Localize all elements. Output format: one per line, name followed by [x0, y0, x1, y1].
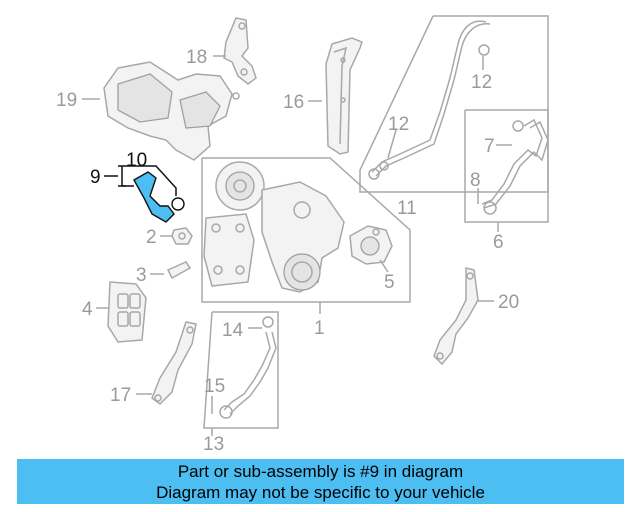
callout-13: 13: [203, 434, 224, 455]
part-18-bracket[interactable]: [213, 17, 257, 85]
callout-4: 4: [82, 299, 93, 320]
callout-6: 6: [493, 232, 504, 253]
part-4-gasket[interactable]: [96, 281, 147, 343]
callout-11: 11: [397, 198, 417, 219]
callout-8: 8: [470, 170, 481, 191]
part-11-oil-line-group[interactable]: [359, 15, 549, 193]
callout-12b: 12: [388, 114, 409, 135]
banner-line-2: Diagram may not be specific to your vehi…: [156, 482, 485, 502]
part-20-bracket[interactable]: [433, 267, 494, 366]
callout-17: 17: [110, 385, 131, 406]
part-3-stud[interactable]: [150, 261, 192, 280]
part-17-bracket[interactable]: [136, 321, 197, 405]
callout-19: 19: [56, 90, 77, 111]
callout-3: 3: [136, 265, 147, 286]
banner-line-1: Part or sub-assembly is #9 in diagram: [177, 461, 464, 481]
part-9-oil-return-pipe[interactable]: [104, 165, 185, 223]
callout-16: 16: [283, 92, 304, 113]
part-19-manifold[interactable]: [82, 61, 240, 161]
callout-1: 1: [314, 318, 325, 339]
callout-5: 5: [384, 272, 395, 293]
part-info-banner: Part or sub-assembly is #9 in diagram Di…: [17, 459, 624, 504]
part-5-actuator[interactable]: [349, 225, 393, 273]
part-6-coolant-line-group[interactable]: [464, 109, 549, 232]
callout-10: 10: [126, 150, 147, 171]
callout-12a: 12: [471, 72, 492, 93]
parts-diagram: 18 19 16 12 12 11: [56, 15, 549, 455]
callout-9: 9: [90, 167, 101, 188]
part-1-turbocharger[interactable]: [201, 157, 411, 314]
callout-18: 18: [186, 47, 207, 68]
part-2-nut[interactable]: [160, 227, 193, 245]
callout-14: 14: [222, 320, 244, 341]
part-16-shield[interactable]: [308, 37, 363, 155]
callout-20: 20: [498, 292, 519, 313]
callout-15: 15: [204, 376, 225, 397]
callout-7: 7: [484, 136, 495, 157]
part-13-line-group[interactable]: [203, 311, 279, 436]
callout-2: 2: [146, 227, 157, 248]
